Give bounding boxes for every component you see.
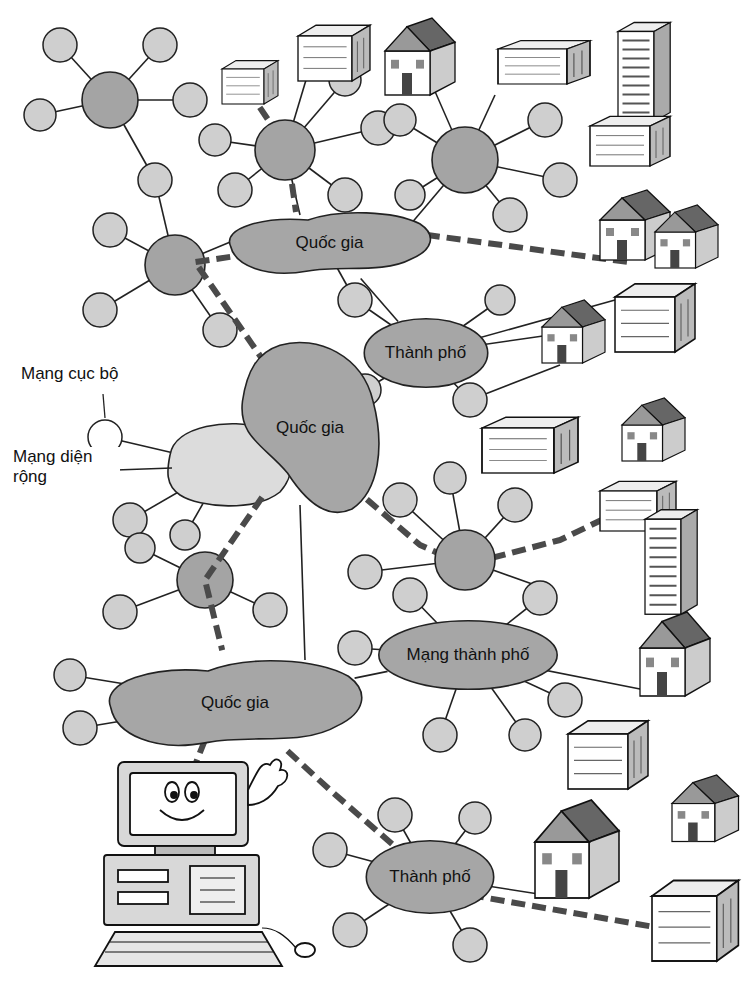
network-node: Thành phố [365,840,495,914]
network-node: Mạng thành phố [377,620,559,690]
node-text-group: Thành phố [389,867,470,887]
node-text-group: Thành phố [385,343,466,363]
network-link [195,257,262,359]
node-label: Quốc gia [295,233,363,253]
node-text-group: Quốc gia [295,233,363,253]
node-label: Mạng thành phố [407,645,530,665]
network-node: Quốc gia [235,338,385,518]
node-label: Quốc gia [201,693,269,713]
network-node: Quốc gia [100,650,370,755]
network-node: Quốc gia [222,205,437,280]
network-link [205,497,262,650]
node-label: Quốc gia [276,418,344,438]
network-link [355,671,388,678]
network-node: Thành phố [363,318,489,388]
node-text-group: Quốc gia [276,418,344,438]
callout-label: Mạng diện rộng [10,447,120,488]
node-text-group: Quốc gia [201,693,269,713]
callout-label: Mạng cục bộ [18,364,121,384]
network-link [288,751,395,846]
node-label: Thành phố [389,867,470,887]
network-link [361,278,398,321]
node-label: Thành phố [385,343,466,363]
node-text-group: Mạng thành phố [407,645,530,665]
